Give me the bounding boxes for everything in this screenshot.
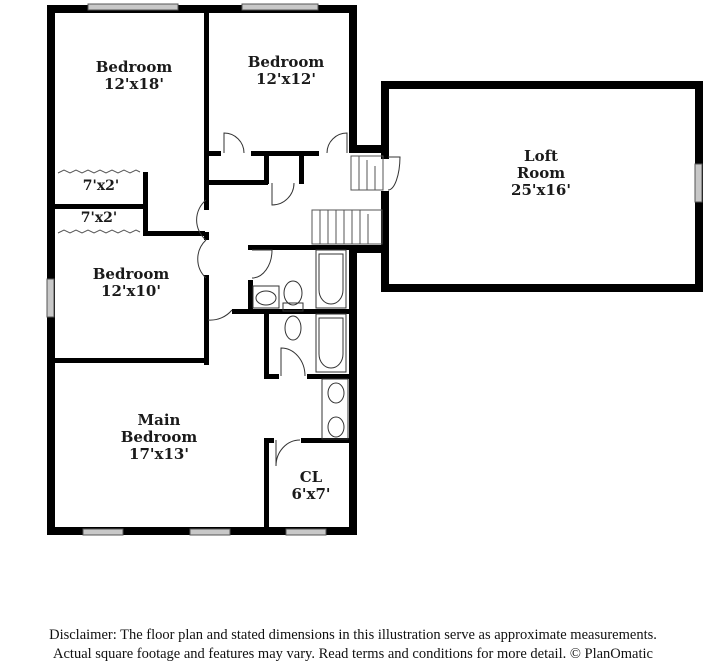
room-dimensions: 12'x18' <box>104 75 164 93</box>
disclaimer-line-2: Actual square footage and features may v… <box>53 646 653 662</box>
stairs <box>311 155 384 245</box>
bifold-closet-doors <box>57 169 141 234</box>
floor-plan <box>46 3 703 536</box>
room-dimensions: 6'x7' <box>291 485 331 503</box>
room-name-line2: Bedroom <box>120 428 198 446</box>
room-name-line1: Main <box>137 411 181 429</box>
disclaimer: Disclaimer: The floor plan and stated di… <box>0 626 706 664</box>
room-dimensions: 7'x2' <box>80 210 118 226</box>
room-dimensions: 12'x10' <box>101 282 161 300</box>
room-label-closet-a: 7'x2' <box>83 178 119 194</box>
disclaimer-line-1: Disclaimer: The floor plan and stated di… <box>49 627 657 643</box>
room-label-closet-main: CL 6'x7' <box>291 469 330 503</box>
room-dimensions: 25'x16' <box>511 181 571 199</box>
room-name: CL <box>299 468 323 486</box>
room-name-line1: Loft <box>524 147 558 165</box>
room-name-line2: Room <box>516 164 566 182</box>
room-label-closet-b: 7'x2' <box>81 210 117 226</box>
room-name: Bedroom <box>92 265 170 283</box>
room-name: Bedroom <box>95 58 173 76</box>
windows <box>46 3 703 536</box>
bathroom-fixtures <box>252 249 349 440</box>
room-dimensions: 12'x12' <box>256 70 316 88</box>
doors <box>196 132 401 467</box>
room-label-bedroom-3: Bedroom 12'x10' <box>93 266 170 300</box>
room-label-loft: Loft Room 25'x16' <box>511 148 571 199</box>
room-dimensions: 7'x2' <box>82 178 120 194</box>
room-dimensions: 17'x13' <box>129 445 189 463</box>
room-label-bedroom-1: Bedroom 12'x18' <box>96 59 173 93</box>
room-label-main-bedroom: Main Bedroom 17'x13' <box>121 412 198 463</box>
room-name: Bedroom <box>247 53 325 71</box>
room-label-bedroom-2: Bedroom 12'x12' <box>248 54 325 88</box>
